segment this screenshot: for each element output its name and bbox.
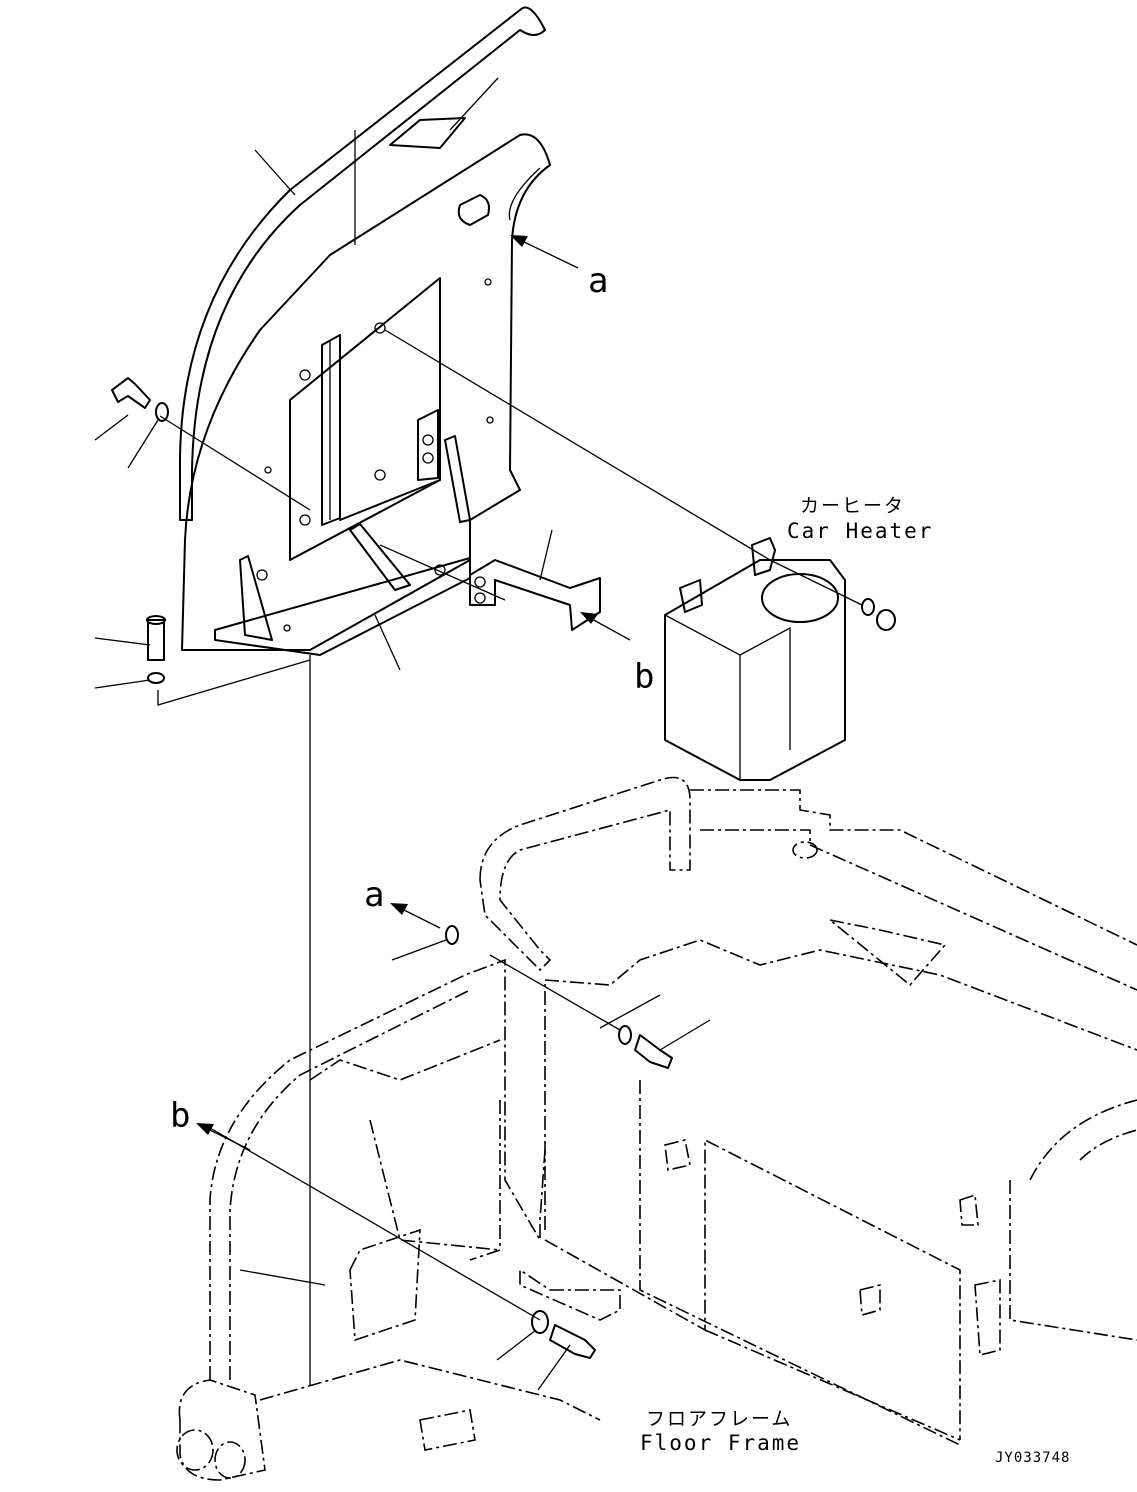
bracket-b [469,559,601,631]
floor-frame-label-en: Floor Frame [640,1431,801,1455]
floor-frame-label-jp: フロアフレーム [646,1408,792,1430]
car-heater: カーヒータ Car Heater [664,495,933,781]
lower-fasteners [196,903,711,1391]
ref-b-top: b [634,657,654,697]
cover-panel [178,6,551,656]
floor-frame [176,776,1137,1481]
ref-a-top: a [588,261,608,301]
ref-b-bottom: b [170,1096,190,1136]
ref-a-bottom: a [364,875,384,915]
car-heater-label-en: Car Heater [787,519,933,543]
car-heater-label-jp: カーヒータ [800,495,905,517]
upper-fasteners [111,377,896,684]
upper-leaders [94,77,863,1385]
drawing-code: JY033748 [995,1450,1070,1466]
